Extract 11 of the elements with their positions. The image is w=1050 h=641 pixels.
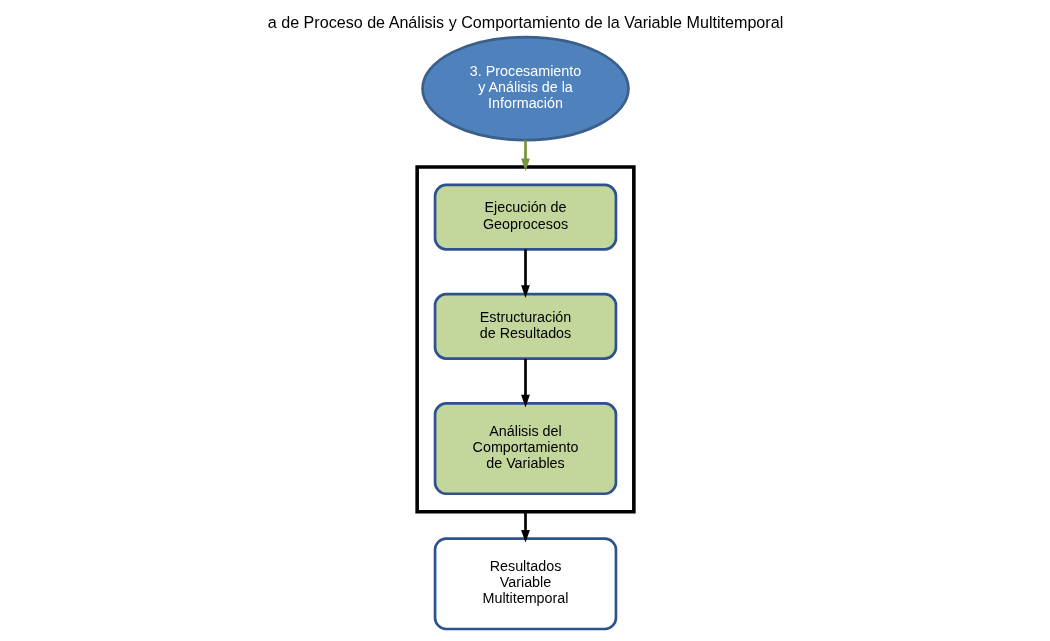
arrow: [520, 358, 530, 408]
node-box: Análisis del Comportamiento de Variables: [433, 402, 617, 496]
node-box: Resultados Variable Multitemporal: [433, 537, 617, 631]
cluster: [414, 165, 636, 514]
node-box: Estructuración de Resultados: [433, 292, 617, 360]
node-ellipse: 3. Procesamiento y Análisis de la Información: [420, 35, 630, 142]
arrow: [520, 249, 530, 298]
diagram-title: a de Proceso de Análisis y Comportamiento de la Variable Multitemporal: [267, 13, 783, 32]
arrow: [520, 140, 530, 171]
arrow: [520, 511, 530, 543]
node-box: Ejecución de Geoprocesos: [433, 183, 617, 251]
